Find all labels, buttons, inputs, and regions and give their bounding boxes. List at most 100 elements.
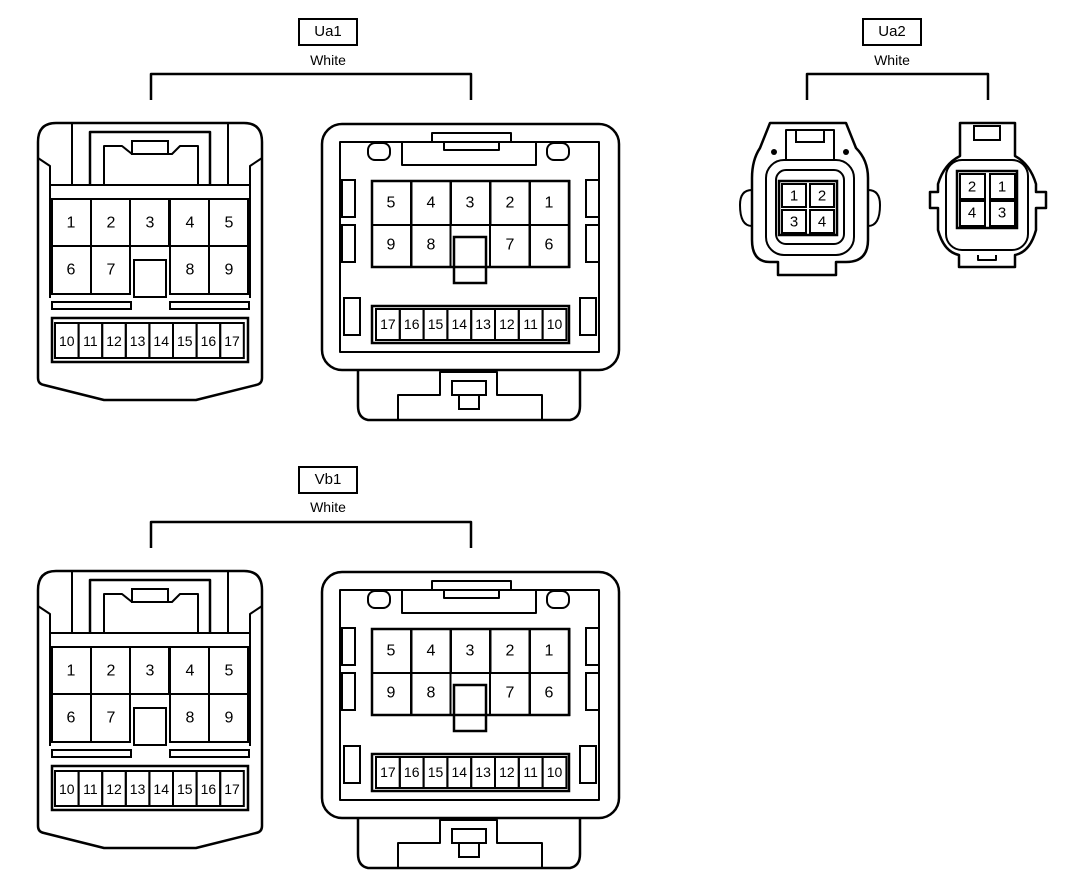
ua2-left-pin-frame	[777, 179, 839, 237]
right-latch-tab	[397, 371, 543, 420]
lock-latch	[131, 140, 169, 155]
pin-number: 9	[225, 710, 234, 727]
pin-cell	[208, 693, 249, 743]
divider-bar	[51, 301, 132, 310]
side-rib	[585, 179, 600, 218]
pin-number: 15	[428, 764, 444, 780]
ua2-right-latch	[973, 125, 1001, 141]
pin-number: 11	[83, 333, 98, 349]
small-pin-cell	[541, 308, 568, 341]
key-block	[133, 259, 167, 298]
ua2-left-dot	[771, 149, 777, 155]
connector-vb1-label: Vb1	[298, 466, 358, 494]
side-rib	[579, 745, 597, 784]
pin-number: 5	[387, 195, 396, 212]
pin-number: 13	[475, 316, 491, 332]
divider-bar	[51, 749, 132, 758]
left-housing-outline	[36, 121, 264, 402]
ua2-left-face	[775, 169, 845, 245]
lock-tab	[103, 145, 199, 185]
pin-number: 6	[545, 685, 554, 702]
right-inner-frame	[339, 589, 600, 801]
pin-number: 10	[59, 333, 75, 349]
inner-cap	[401, 590, 537, 614]
latch-key	[458, 394, 480, 410]
pin-number: 17	[380, 316, 396, 332]
pin-number: 2	[107, 215, 116, 232]
pin-cell	[208, 245, 249, 295]
guide-hole	[367, 590, 391, 609]
pin-number: 5	[225, 663, 234, 680]
small-pin-frame	[50, 764, 250, 812]
pin-number: 7	[107, 710, 116, 727]
lock-guide	[71, 123, 229, 185]
pin-cell	[90, 245, 131, 295]
pin-number: 1	[790, 188, 798, 205]
bracket-line	[805, 72, 990, 100]
pin-number: 17	[224, 333, 240, 349]
ua2-right-pin-frame	[955, 169, 1019, 230]
pin-cell	[410, 672, 452, 716]
pin-number: 4	[427, 195, 436, 212]
pin-number: 2	[506, 195, 515, 212]
pin-number: 7	[506, 685, 515, 702]
key-block	[133, 707, 167, 746]
small-pin-frame	[50, 316, 250, 364]
pin-number: 11	[83, 781, 98, 797]
key-block	[452, 683, 488, 733]
pin-number: 4	[186, 663, 195, 680]
pin-number: 5	[225, 215, 234, 232]
side-rib	[341, 224, 356, 263]
pin-number: 15	[177, 333, 193, 349]
pin-cell	[989, 173, 1016, 200]
side-rib	[579, 297, 597, 336]
pin-number: 1	[545, 195, 554, 212]
pin-number: 4	[818, 214, 826, 231]
pin-number: 3	[790, 214, 798, 231]
inner-cap	[401, 142, 537, 166]
side-rib	[341, 672, 356, 711]
ua2-left-lock	[785, 129, 835, 160]
connector-ua1-color: White	[310, 52, 346, 68]
pin-number: 10	[547, 316, 563, 332]
side-rib	[585, 224, 600, 263]
pin-number: 4	[427, 643, 436, 660]
pin-cell	[781, 183, 807, 208]
top-notch	[431, 132, 512, 151]
ua2-left-housing	[750, 121, 870, 277]
guide-hole	[367, 142, 391, 161]
side-rib	[341, 627, 356, 666]
pin-number: 6	[67, 262, 76, 279]
pin-number: 7	[506, 237, 515, 254]
pin-number: 12	[499, 316, 515, 332]
pin-number: 14	[153, 781, 169, 797]
right-bottom-latch	[356, 370, 582, 422]
pin-number: 12	[106, 781, 122, 797]
ua2-left-ear	[739, 189, 753, 227]
pin-number: 10	[59, 781, 75, 797]
connector-ua1-label: Ua1	[298, 18, 358, 46]
small-pin-frame	[370, 752, 571, 793]
pin-number: 2	[506, 643, 515, 660]
pin-number: 15	[177, 781, 193, 797]
pin-number: 9	[225, 262, 234, 279]
pin-number: 8	[186, 710, 195, 727]
pin-number: 10	[547, 764, 563, 780]
pin-cell	[90, 693, 131, 743]
pin-number: 3	[998, 205, 1006, 222]
ua2-right-bottom-tab	[977, 255, 997, 261]
side-rib	[341, 179, 356, 218]
pin-number: 9	[387, 685, 396, 702]
pin-cell	[959, 173, 986, 200]
pin-cell	[809, 183, 835, 208]
divider-bar	[169, 301, 250, 310]
ua2-left-latch	[795, 129, 825, 143]
pin-number: 3	[466, 195, 475, 212]
pin-number: 1	[67, 663, 76, 680]
pin-number: 8	[427, 685, 436, 702]
connector-ua2-color: White	[874, 52, 910, 68]
left-housing-edge	[249, 605, 263, 746]
pin-cell	[410, 224, 452, 268]
